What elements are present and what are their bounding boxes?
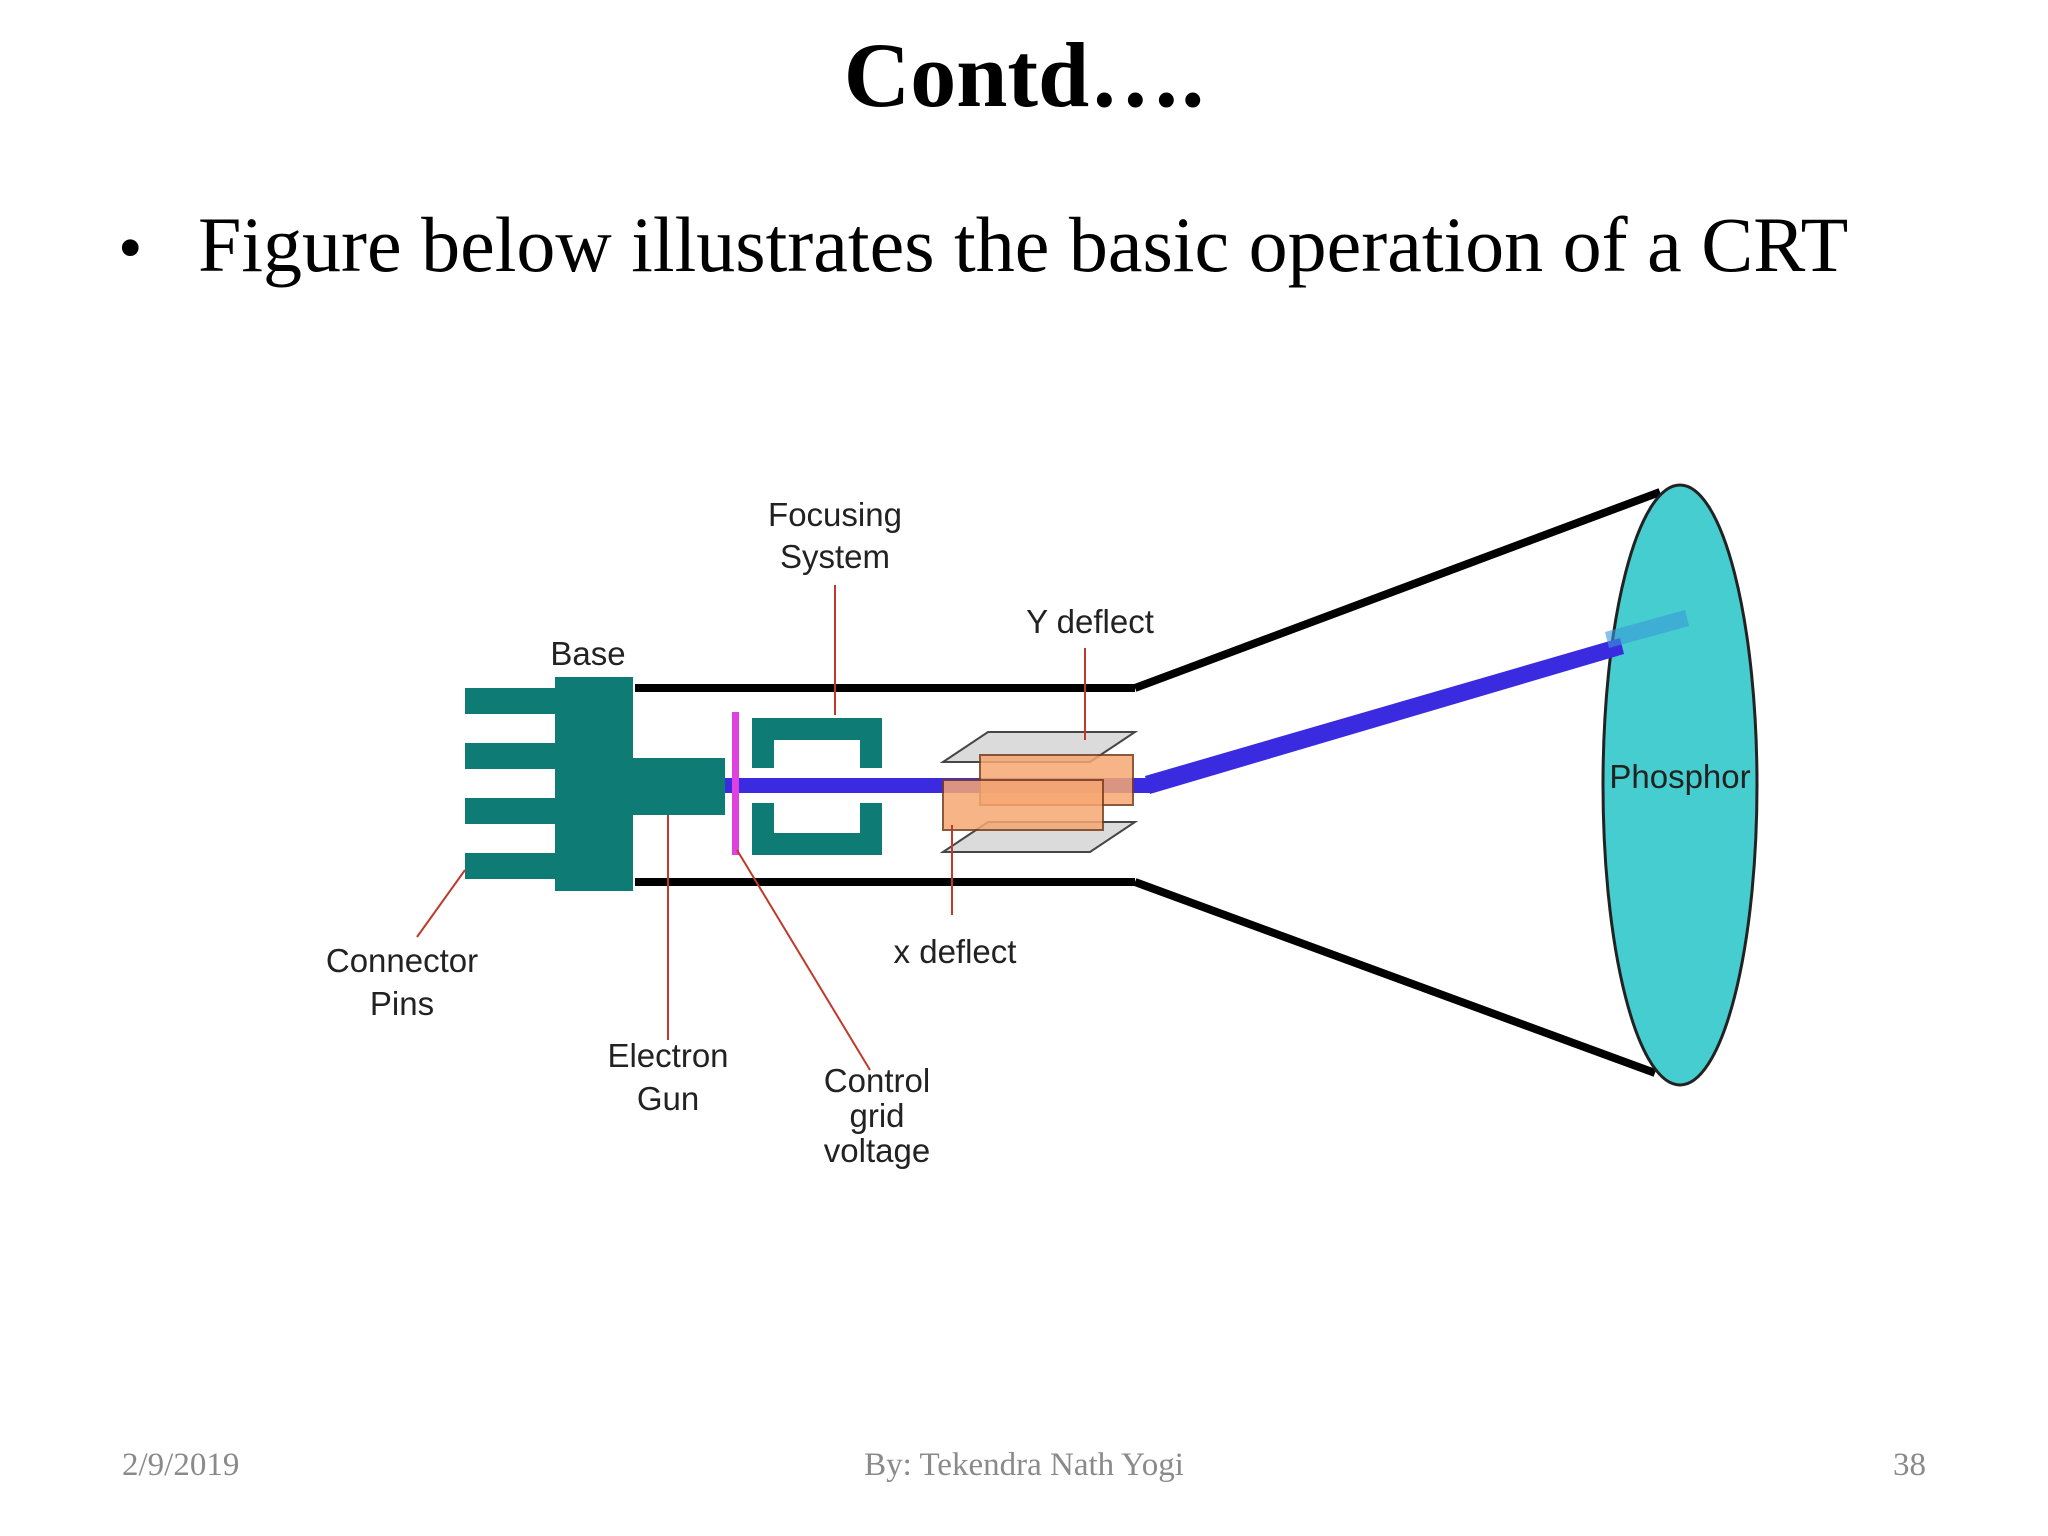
crt-diagram-svg: Focusing System Base Y deflect x deflect…: [326, 483, 1759, 1169]
leader-lines: [416, 585, 1086, 1071]
label-focusing-1: Focusing: [768, 496, 902, 533]
focusing-right-bottom: [860, 803, 882, 855]
label-y-deflect: Y deflect: [1026, 603, 1154, 640]
leader-connector: [416, 869, 466, 938]
deflection-plates: [939, 731, 1139, 853]
focusing-left-bottom: [752, 803, 774, 855]
label-phosphor: Phosphor: [1609, 758, 1750, 795]
tube-outline: [635, 488, 1662, 1077]
control-grid: [732, 712, 739, 855]
beam-deflected: [1145, 638, 1624, 794]
x-deflect-front-plate: [942, 779, 1104, 831]
connector-pin: [465, 743, 560, 769]
footer-page-number: 38: [1893, 1447, 1926, 1483]
label-x-deflect: x deflect: [894, 933, 1017, 970]
footer-date: 2/9/2019: [122, 1447, 240, 1483]
label-base: Base: [550, 635, 625, 672]
base-block: [555, 677, 633, 891]
label-control-2: grid: [849, 1097, 904, 1134]
label-control-3: voltage: [824, 1132, 930, 1169]
label-connector-1: Connector: [326, 942, 478, 979]
label-connector-2: Pins: [370, 985, 434, 1022]
focusing-system: [752, 718, 882, 855]
connector-pin: [465, 798, 560, 824]
leader-control-grid: [736, 849, 871, 1071]
tube-cone-top: [1133, 488, 1662, 692]
label-electron-2: Gun: [637, 1080, 699, 1117]
bullet-item: • Figure below illustrates the basic oper…: [118, 195, 1998, 299]
tube-cone-bottom: [1133, 878, 1657, 1077]
focusing-left-top: [752, 718, 774, 768]
electron-gun-block: [633, 758, 725, 815]
focusing-right-top: [860, 718, 882, 768]
focusing-top: [752, 718, 882, 740]
focusing-bottom: [752, 833, 882, 855]
crt-diagram: Focusing System Base Y deflect x deflect…: [290, 440, 1800, 1200]
beam-in-phosphor: [1605, 610, 1689, 648]
label-focusing-2: System: [780, 538, 890, 575]
footer-author: By: Tekendra Nath Yogi: [864, 1447, 1184, 1483]
connector-pin: [465, 853, 560, 879]
connector-pins: [465, 688, 560, 879]
label-electron-1: Electron: [607, 1037, 728, 1074]
connector-pin: [465, 688, 560, 714]
slide-title: Contd….: [843, 24, 1205, 126]
label-control-1: Control: [824, 1062, 930, 1099]
bullet-symbol: •: [118, 210, 143, 287]
bullet-text: Figure below illustrates the basic opera…: [198, 201, 1849, 288]
